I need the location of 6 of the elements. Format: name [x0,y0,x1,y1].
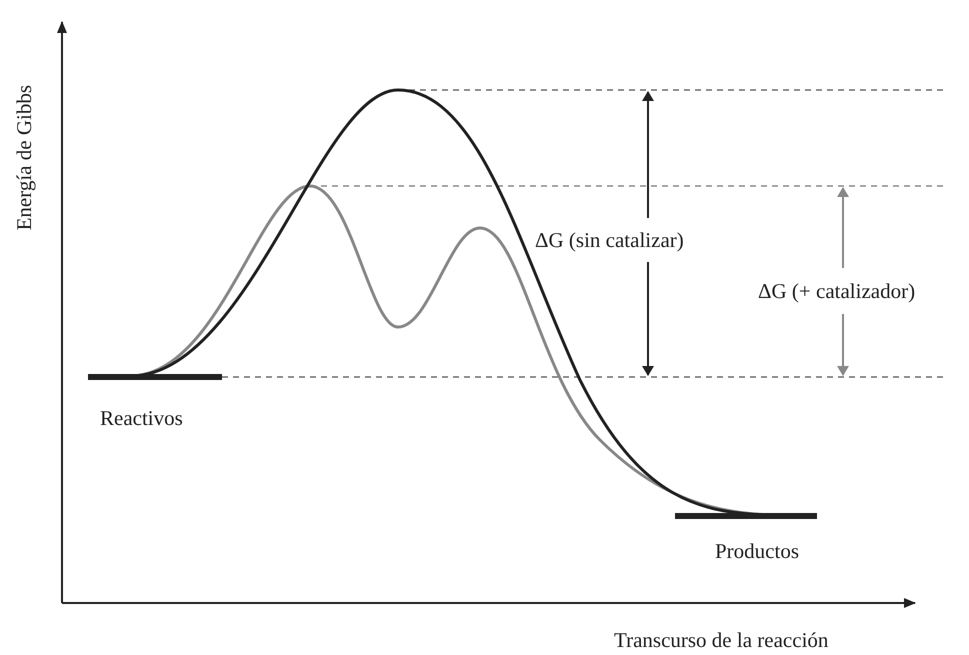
level-label: Productos [715,541,799,562]
dimension-label: ΔG (sin catalizar) [535,230,684,251]
axis-title: Energía de Gibbs [14,85,35,230]
dimension-label: ΔG (+ catalizador) [758,281,916,302]
level-label: Reactivos [100,408,183,429]
axis-title: Transcurso de la reacción [614,630,828,651]
